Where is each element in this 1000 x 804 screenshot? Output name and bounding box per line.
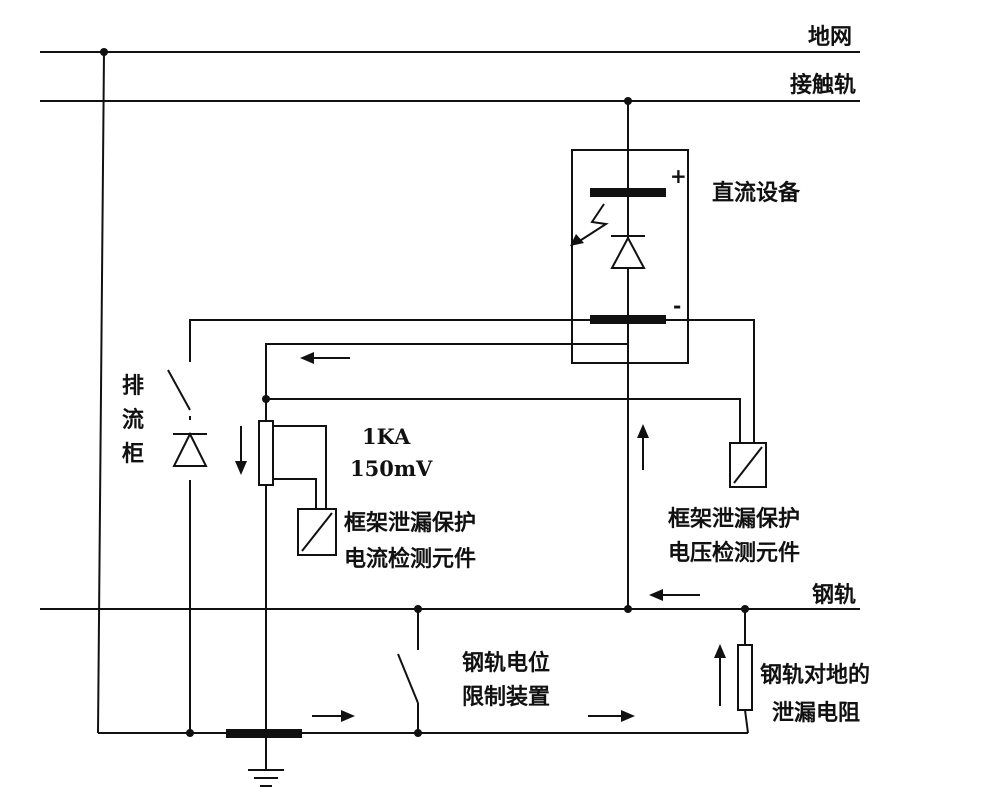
current-relay-icon xyxy=(297,508,337,556)
frame-ground-wire xyxy=(189,319,755,733)
leak-resistance-label-line1: 钢轨对地的 xyxy=(760,663,871,688)
limiter-switch-icon xyxy=(397,653,419,704)
current-sense-wire-bottom xyxy=(272,478,317,509)
current-element-label-line2: 电流检测元件 xyxy=(344,547,477,572)
voltage-sense-wire xyxy=(266,398,741,443)
ground-grid-drop xyxy=(97,51,105,734)
leak-resistance-label-line2: 泄漏电阻 xyxy=(772,701,861,726)
leak-resistor-icon xyxy=(737,644,753,711)
junction-dots xyxy=(100,48,749,737)
shunt-current-rating: 1KA xyxy=(362,424,411,449)
current-element-label-line1: 框架泄漏保护 xyxy=(344,511,477,536)
shunt-upper-wire xyxy=(265,343,628,421)
current-arrows xyxy=(235,352,726,722)
dc-equipment-label: 直流设备 xyxy=(712,181,801,206)
drain-cabinet-label: 排流柜 xyxy=(121,374,144,467)
current-sense-wire-top xyxy=(272,425,327,509)
arrow-right-bottom-right-icon xyxy=(588,710,635,722)
arrow-down-shunt-icon xyxy=(235,426,247,475)
limiter-label-line1: 钢轨电位 xyxy=(462,651,551,676)
positive-sign: + xyxy=(670,164,687,188)
negative-sign: - xyxy=(673,294,682,318)
running-rail-label: 钢轨 xyxy=(812,583,857,608)
lightning-arrowhead-icon xyxy=(570,234,584,246)
limiter-label-line2: 限制装置 xyxy=(462,685,551,710)
rectifier-diode-icon xyxy=(610,235,646,269)
drain-diode-icon xyxy=(172,431,208,467)
ground-icon xyxy=(248,769,284,787)
grounding-busbar-icon xyxy=(226,729,302,738)
arrow-up-feed-icon xyxy=(637,424,649,470)
voltage-element-label-line1: 框架泄漏保护 xyxy=(668,507,801,532)
arrow-left-upper-icon xyxy=(300,352,350,364)
lightning-icon xyxy=(577,203,609,243)
negative-busbar-icon xyxy=(590,315,666,324)
shunt-voltage-rating: 150mV xyxy=(350,456,433,481)
voltage-relay-icon xyxy=(729,442,767,488)
arrow-right-bottom-left-icon xyxy=(312,710,355,722)
voltage-element-label-line2: 电压检测元件 xyxy=(668,541,801,566)
ground-grid-label: 地网 xyxy=(808,25,853,50)
dc-equipment-box xyxy=(571,149,689,364)
leak-resistor-lower-wire xyxy=(744,709,749,734)
arrow-up-leak-icon xyxy=(714,644,726,706)
arrow-left-rail-icon xyxy=(649,589,700,601)
positive-busbar-icon xyxy=(590,188,666,197)
shunt-resistor-icon xyxy=(258,420,274,486)
contact-rail-label: 接触轨 xyxy=(790,73,857,98)
drain-switch-icon xyxy=(167,369,191,411)
